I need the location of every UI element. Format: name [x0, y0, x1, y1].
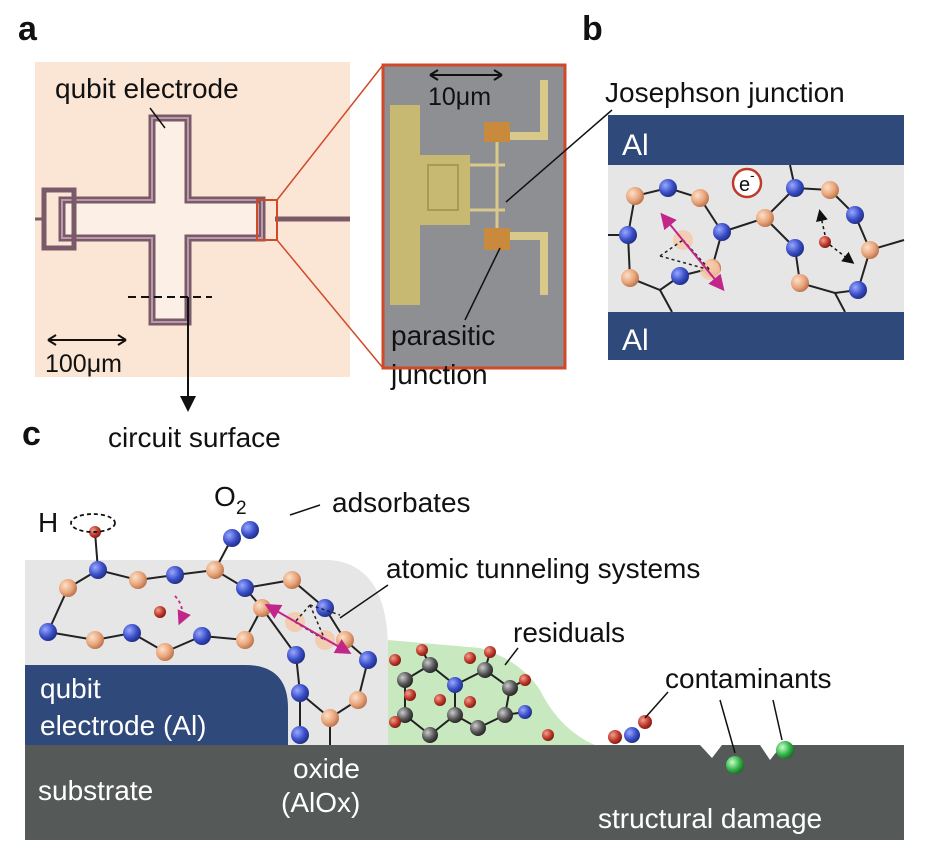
scale-10-label: 10μm [428, 83, 491, 111]
dashed-arrow-icon [829, 244, 855, 264]
electron-label: e [739, 174, 750, 196]
residuals-pointer [504, 647, 519, 666]
oxide-label-2: (AlOx) [281, 787, 360, 818]
junction-zoom-image [381, 63, 567, 370]
josephson-pointer [505, 109, 613, 203]
contaminants-pointer [644, 691, 669, 719]
structural-damage-label: structural damage [598, 803, 822, 834]
adsorbates-label: adsorbates [332, 487, 471, 518]
junction-crosssection [608, 115, 904, 360]
contaminants-label: contaminants [665, 663, 832, 694]
contaminant-atom [776, 741, 794, 759]
surface-molecule [608, 715, 652, 744]
qubit-label-1: qubit [40, 673, 101, 704]
electron-icon [731, 167, 763, 199]
scale-100-label: 100μm [45, 350, 122, 378]
dashed-rotation-icon [174, 595, 191, 626]
al-top-layer [608, 115, 904, 165]
atomic-tunneling-pointer [339, 584, 389, 619]
contaminant-atom [726, 756, 744, 774]
o2-label: O [214, 481, 236, 512]
electron-sup: - [750, 167, 755, 183]
qubit-label-2: electrode (Al) [40, 710, 207, 741]
circuit-surface-label: circuit surface [108, 422, 281, 453]
atomic-tunneling-label: atomic tunneling systems [386, 553, 700, 584]
panel-b-letter: b [582, 10, 603, 48]
adsorbates-pointer [289, 504, 321, 516]
scale-bar-100 [47, 334, 127, 346]
junction-region-box [256, 199, 278, 241]
parasitic-pointer [464, 247, 501, 321]
panel-a-letter: a [18, 10, 38, 48]
residual-atoms [389, 644, 554, 743]
al-bottom-label: Al [622, 324, 649, 357]
josephson-junction-label: Josephson junction [605, 77, 845, 108]
qubit-electrode-label: qubit electrode [55, 73, 239, 104]
o2-subscript: 2 [236, 498, 247, 519]
al-top-label: Al [622, 129, 649, 162]
qubit-electrode-pointer [149, 107, 166, 129]
panel-c-letter: c [22, 415, 41, 453]
oxide-label-1: oxide [293, 753, 360, 784]
double-arrow-icon [660, 212, 725, 292]
substrate-label: substrate [38, 775, 153, 806]
substrate-block [25, 745, 904, 840]
parasitic-label-1: parasitic [391, 320, 495, 351]
double-arrow-icon [264, 604, 352, 654]
al-bottom-layer [608, 312, 904, 360]
parasitic-label-2: junction [390, 359, 488, 390]
residuals-label: residuals [513, 617, 625, 648]
dashed-rotation-icon [70, 513, 116, 533]
electrode-block [25, 665, 288, 745]
qubit-micrograph [35, 62, 384, 377]
dashed-arrow-icon [816, 209, 828, 236]
h-label: H [38, 507, 58, 538]
